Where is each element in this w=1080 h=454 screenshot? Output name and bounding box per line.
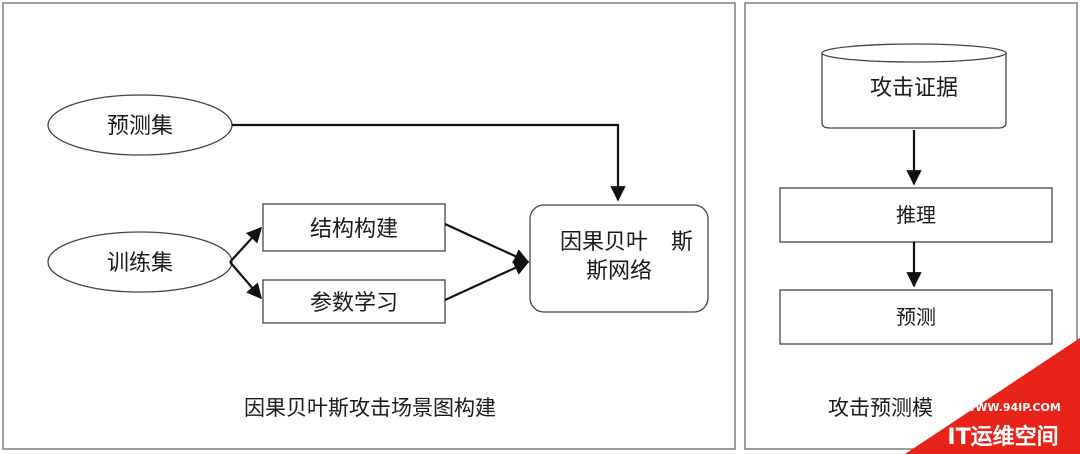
left-panel-caption: 因果贝叶斯攻击场景图构建 [244, 396, 496, 420]
edge-structure-to-network [444, 222, 530, 264]
watermark: WWW.94IP.COM IT运维空间 [905, 338, 1080, 454]
structure-build-node [262, 203, 446, 252]
watermark-name: IT运维空间 [947, 424, 1058, 450]
attack-evidence-node [821, 43, 1007, 129]
training-set-label: 训练集 [107, 251, 173, 276]
param-learning-node [262, 279, 446, 324]
watermark-triangle [905, 338, 1080, 454]
right-panel-caption: 攻击预测模 [828, 396, 933, 420]
inference-node [779, 187, 1053, 243]
prediction-set-label: 预测集 [107, 114, 173, 139]
bayes-network-node [529, 204, 709, 313]
inference-label: 推理 [896, 203, 936, 227]
edge-prediction-to-network [232, 123, 626, 202]
training-set-node [47, 231, 233, 293]
attack-evidence-label: 攻击证据 [870, 76, 958, 101]
edge-training-to-param [229, 261, 263, 300]
bayes-network-label-line2: 斯网络 [586, 259, 652, 284]
edge-training-to-structure [229, 226, 263, 263]
bayes-network-label-line1-tail: 斯 [671, 230, 693, 255]
prediction-label: 预测 [896, 305, 936, 329]
attack-evidence-cylinder-body [821, 53, 1007, 129]
attack-evidence-cylinder-top [821, 43, 1007, 63]
prediction-node [779, 289, 1053, 345]
param-learning-label: 参数学习 [310, 291, 398, 316]
edge-param-to-network [444, 260, 530, 302]
watermark-url: WWW.94IP.COM [963, 401, 1061, 414]
bayes-network-label-line1: 因果贝叶 [560, 230, 648, 255]
structure-build-label: 结构构建 [310, 217, 398, 242]
